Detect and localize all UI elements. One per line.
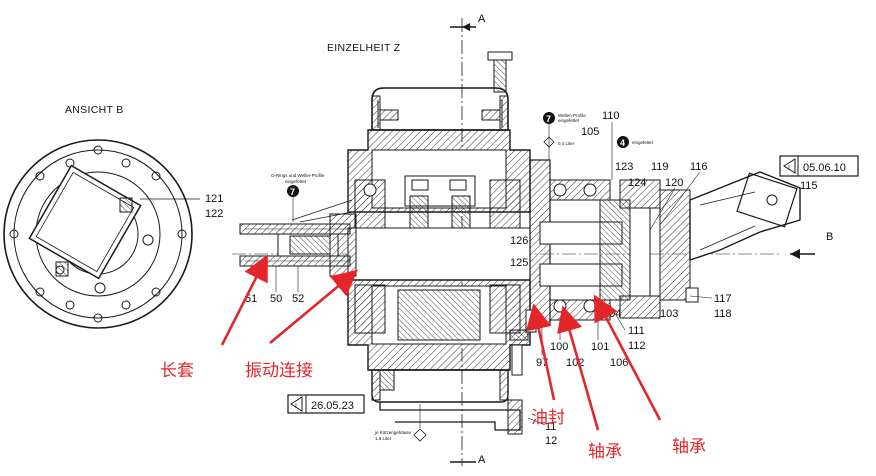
part-123: 123 — [615, 161, 633, 173]
part-121: 121 — [205, 193, 223, 205]
note-mid-1: Wellen-Profile — [558, 113, 586, 118]
callout-7-left: 7 — [290, 187, 295, 197]
part-102: 102 — [566, 357, 584, 369]
part-117: 117 — [714, 293, 732, 305]
note-right: eingefettet — [632, 140, 654, 145]
section-a-bottom: A — [478, 454, 486, 466]
part-126: 126 — [510, 235, 528, 247]
part-116: 116 — [690, 161, 708, 173]
part-106: 106 — [610, 357, 628, 369]
part-112: 112 — [628, 340, 646, 352]
stamp-bottom-left — [287, 394, 365, 414]
note-bottom-2: 1,8 Liter — [375, 436, 392, 441]
label-bearing-2: 轴承 — [672, 437, 706, 457]
note-mid-2: eingefettet — [558, 118, 580, 123]
arrow-bearing-1 — [557, 305, 600, 431]
stamp-top-right-date: 05.06.10 — [803, 162, 846, 174]
part-52: 52 — [292, 293, 304, 305]
part-100: 100 — [550, 341, 568, 353]
red-annotations: 长套 振动连接 油封 轴承 轴承 — [160, 254, 706, 462]
note-mid-3: 0,4 Liter — [558, 141, 575, 146]
diamond-bottom — [413, 428, 427, 442]
part-118: 118 — [714, 308, 732, 320]
note-left-2: eingefettet — [285, 179, 307, 184]
view-ansicht-b: ANSICHT B 121 122 — [3, 104, 223, 329]
part-111: 111 — [628, 325, 645, 337]
part-101: 101 — [591, 341, 609, 353]
label-vibration-connection: 振动连接 — [245, 361, 313, 381]
label-oil-seal: 油封 — [531, 408, 565, 428]
arrow-oil-seal — [526, 303, 556, 401]
part-11: 11 — [545, 421, 556, 433]
note-left-1: O-Rings und Weller-Profile — [271, 173, 325, 178]
section-b: B — [826, 231, 833, 243]
revision-stamps: ! 05.06.10 ! 26.05.23 — [287, 155, 859, 414]
part-124: 124 — [628, 177, 646, 189]
part-120: 120 — [665, 177, 683, 189]
section-view: EINZELHEIT Z A A — [232, 13, 833, 466]
part-110: 110 — [602, 110, 620, 122]
stamp-bottom-left-date: 26.05.23 — [311, 400, 354, 412]
callout-4-right: 4 — [620, 138, 625, 148]
svg-text:!: ! — [295, 403, 297, 410]
view-title-einzelheit-z: EINZELHEIT Z — [327, 42, 401, 54]
part-103: 103 — [660, 308, 678, 320]
part-105: 105 — [581, 126, 599, 138]
arrow-bearing-2 — [593, 294, 662, 421]
label-long-sleeve: 长套 — [160, 361, 194, 381]
note-bottom-1: je Kötzengehäuse — [374, 430, 412, 435]
callout-7-mid: 7 — [546, 114, 551, 124]
section-a-top: A — [478, 13, 486, 25]
view-title-ansicht-b: ANSICHT B — [65, 104, 124, 116]
part-numbers: 51 50 52 110 105 123 119 116 124 120 115… — [245, 110, 818, 447]
part-50: 50 — [270, 293, 282, 305]
stamp-top-right — [779, 155, 859, 177]
arrow-vibration-connection — [269, 269, 358, 344]
callouts: 7 O-Rings und Weller-Profile eingefettet… — [271, 112, 654, 442]
part-122: 122 — [205, 208, 223, 220]
svg-text:!: ! — [788, 165, 790, 172]
part-119: 119 — [651, 161, 669, 173]
part-125: 125 — [510, 257, 528, 269]
part-115: 115 — [800, 180, 818, 192]
part-12: 12 — [545, 435, 557, 447]
arrow-long-sleeve — [220, 254, 268, 346]
label-bearing-1: 轴承 — [588, 442, 622, 462]
